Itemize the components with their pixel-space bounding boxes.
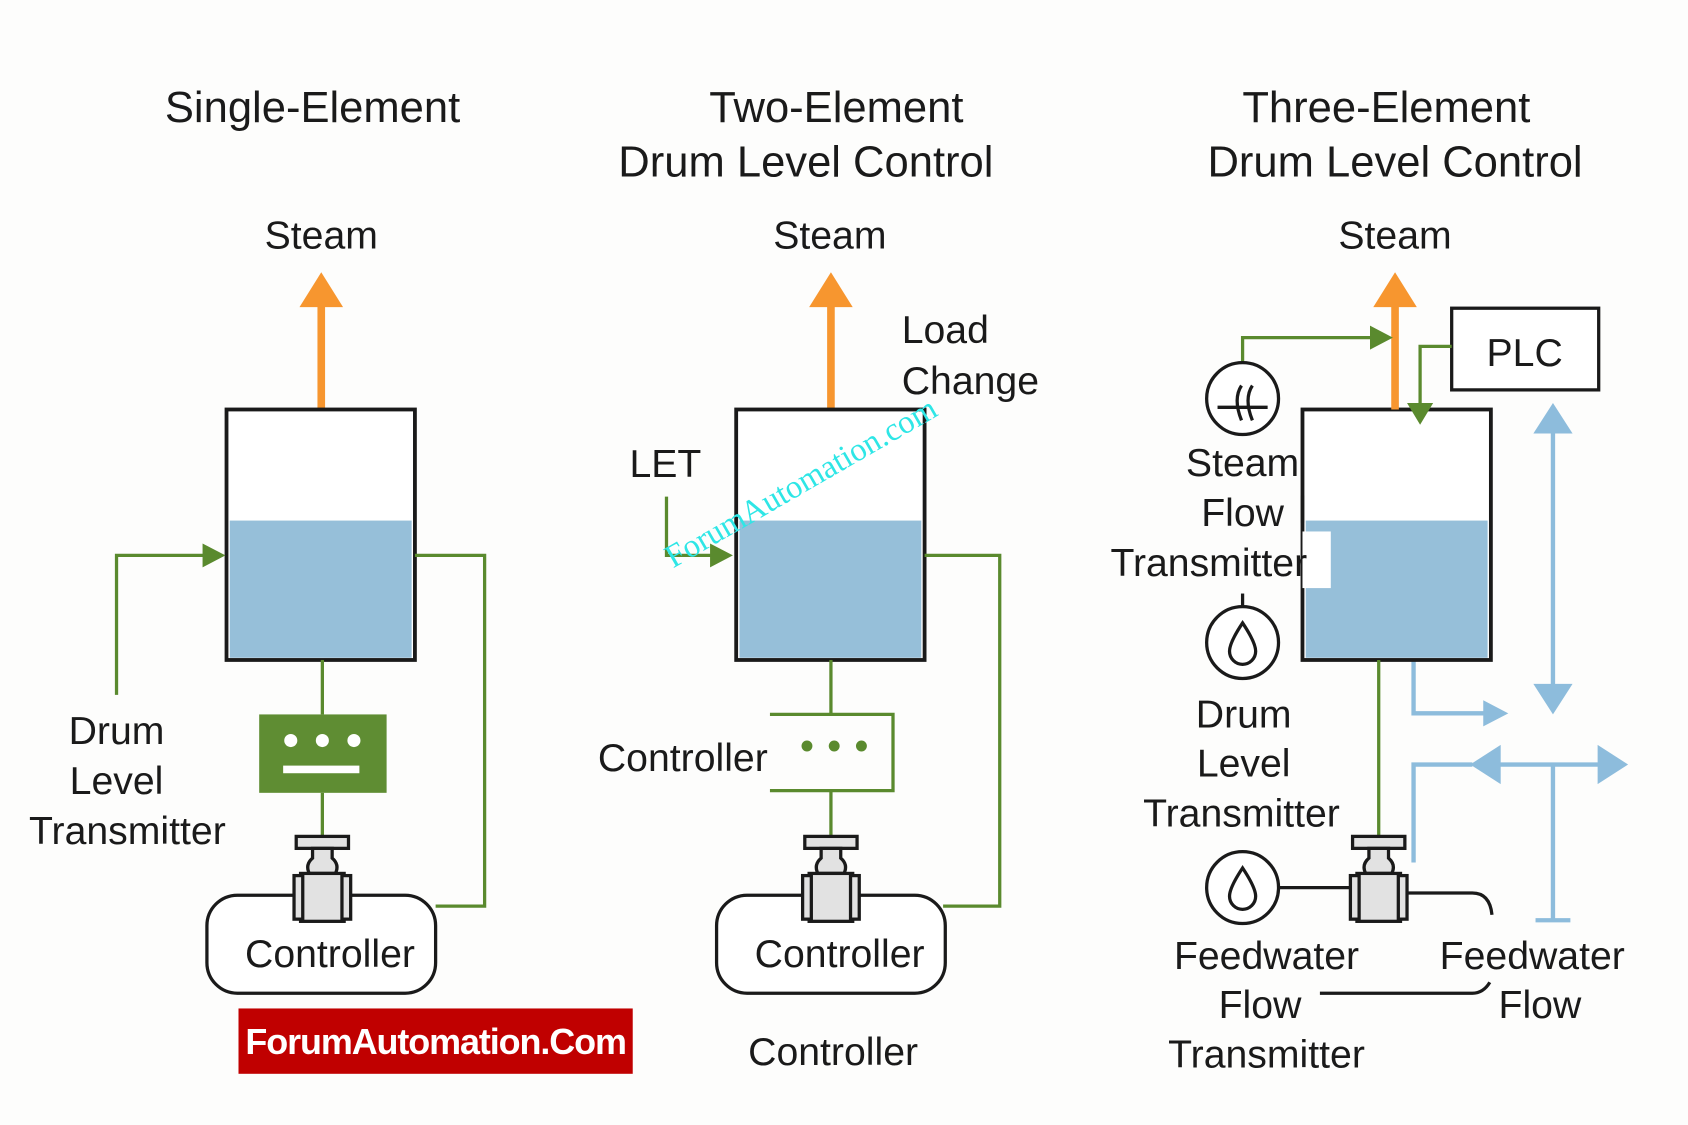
plc-box: PLC	[1450, 306, 1601, 392]
three-element-panel: Three-Element Drum Level Control Steam	[1110, 84, 1629, 1076]
controller-label: Controller	[755, 933, 925, 976]
svg-text:ForumAutomation.Com: ForumAutomation.Com	[245, 1021, 625, 1062]
feedback-line	[924, 553, 1002, 908]
controller-label: Controller	[245, 933, 415, 976]
steam-label: Steam	[773, 214, 886, 257]
transmitter-label-3: Transmitter	[29, 810, 226, 853]
controller-side-label: Controller	[598, 737, 768, 780]
single-element-title: Single-Element	[165, 84, 460, 132]
plc-output-line	[1407, 344, 1452, 425]
feedback-line	[414, 553, 487, 908]
transmitter-box	[259, 714, 387, 793]
transmitter-label-1: Drum	[69, 710, 165, 753]
steam-arrow	[809, 272, 853, 410]
steam-flow-signal-line	[1240, 325, 1393, 363]
feedwater-flow-transmitter-icon	[1205, 850, 1281, 926]
steam-flow-label-2: Flow	[1201, 492, 1284, 535]
transmitter-label-2: Level	[70, 760, 164, 803]
drum	[1300, 407, 1493, 662]
steam-label: Steam	[265, 214, 378, 257]
controller-bracket	[769, 712, 895, 793]
load-label: Load	[902, 309, 989, 352]
feedwater-line	[1278, 885, 1494, 995]
feedwater-flow-label-1: Feedwater	[1440, 935, 1625, 978]
steam-arrow	[299, 272, 344, 410]
control-valve-icon	[1348, 834, 1409, 923]
feedwater-transmitter-label-2: Flow	[1219, 984, 1302, 1027]
drum-level-transmitter-icon	[1205, 593, 1281, 681]
steam-flow-label-3: Transmitter	[1110, 542, 1307, 585]
drum	[224, 407, 417, 662]
let-signal-line	[664, 496, 733, 568]
forumautomation-logo: ForumAutomation.Com	[238, 1008, 633, 1074]
feedwater-transmitter-label-3: Transmitter	[1168, 1033, 1365, 1076]
water-level	[739, 520, 922, 658]
let-label: LET	[629, 443, 701, 486]
steam-label: Steam	[1338, 214, 1451, 257]
water-level	[229, 520, 412, 658]
steam-arrow	[1373, 272, 1417, 410]
two-element-panel: Two-Element Drum Level Control Steam Loa…	[598, 84, 1039, 1074]
three-element-subtitle: Drum Level Control	[1207, 138, 1582, 186]
feedwater-transmitter-label-1: Feedwater	[1174, 935, 1359, 978]
drum-level-label-2: Level	[1197, 742, 1291, 785]
plc-label: PLC	[1487, 332, 1563, 375]
drum	[734, 407, 927, 662]
label-backdrop	[1302, 531, 1331, 589]
control-valve-icon	[800, 834, 861, 923]
two-element-title: Two-Element	[709, 84, 963, 132]
water-level	[1305, 520, 1488, 658]
level-signal-line	[114, 543, 226, 695]
controller-caption: Controller	[748, 1031, 918, 1074]
three-element-title: Three-Element	[1242, 84, 1530, 132]
single-element-panel: Single-Element Steam Controller Drum Lev…	[29, 84, 633, 1074]
control-valve-icon	[292, 834, 353, 923]
feedwater-flow-label-2: Flow	[1499, 984, 1582, 1027]
feedwater-lines	[1411, 402, 1629, 923]
two-element-subtitle: Drum Level Control	[618, 138, 993, 186]
change-label: Change	[902, 360, 1039, 403]
steam-flow-transmitter-icon	[1205, 361, 1281, 437]
drum-level-label-1: Drum	[1196, 693, 1292, 736]
drum-level-label-3: Transmitter	[1143, 793, 1340, 836]
steam-flow-label-1: Steam	[1186, 442, 1299, 485]
